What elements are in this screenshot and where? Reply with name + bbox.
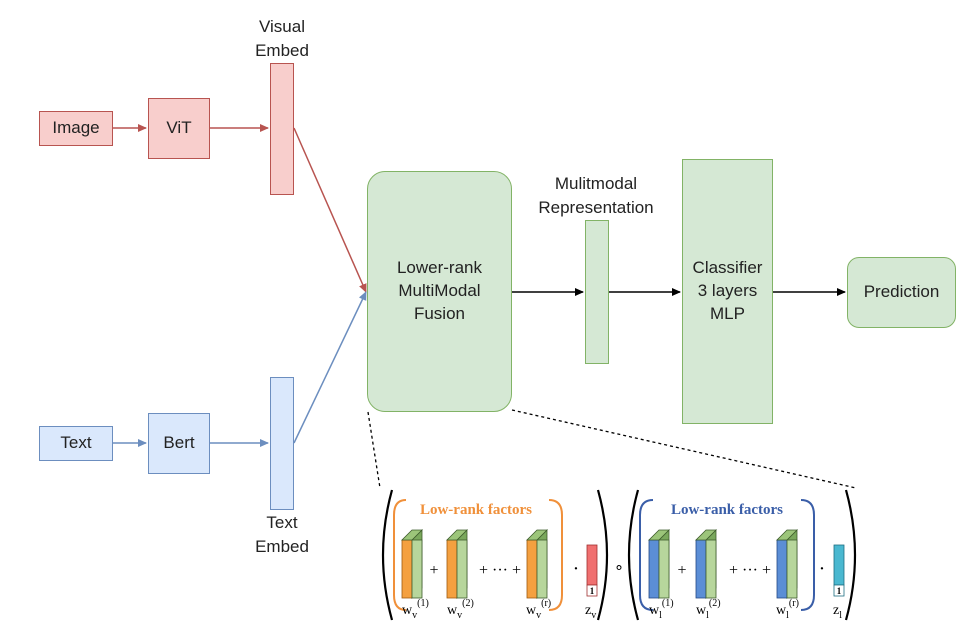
- zoom-line-right: [511, 409, 857, 489]
- text-factors-title: Low-rank factors: [671, 502, 783, 518]
- text-factor-r: [776, 529, 798, 599]
- visual-factors-title: Low-rank factors: [420, 502, 532, 518]
- text-dot: ·: [819, 558, 826, 580]
- arrow-visual-embed-fusion: [293, 127, 367, 293]
- visual-factor-2: [446, 529, 468, 599]
- multimodal-representation-label: Mulitmodal Representation: [538, 174, 654, 217]
- visual-vector-z: 1 zv: [585, 544, 598, 621]
- classifier-node-label: Classifier 3 layers MLP: [692, 258, 763, 323]
- zoom-line-left: [367, 411, 381, 489]
- svg-text:wl(2): wl(2): [696, 598, 721, 621]
- visual-factor-r: [526, 529, 548, 599]
- vit-node-label: ViT: [166, 118, 192, 138]
- text-open-paren: [627, 489, 640, 621]
- visual-close-paren: [596, 489, 609, 621]
- visual-ellipsis: + ··· +: [479, 562, 521, 579]
- prediction-node-label: Prediction: [863, 282, 940, 302]
- text-ellipsis: + ··· +: [729, 562, 771, 579]
- visual-weight-labels: wv(1) wv(2) wv(r): [402, 598, 551, 621]
- vit-node: ViT: [148, 98, 210, 159]
- svg-text:zv: zv: [585, 603, 596, 621]
- prediction-node: Prediction: [847, 257, 956, 328]
- arrow-text-embed-fusion: [293, 291, 367, 444]
- text-factors-bracket: [639, 499, 815, 611]
- image-node: Image: [39, 111, 113, 146]
- text-weight-labels: wl(1) wl(2) wl(r): [649, 598, 799, 621]
- text-factor-2: [695, 529, 717, 599]
- text-node: Text: [39, 426, 113, 461]
- svg-text:zl: zl: [833, 603, 842, 621]
- image-node-label: Image: [52, 118, 100, 138]
- svg-text:wv(1): wv(1): [402, 598, 429, 621]
- text-vector-z: 1 zl: [833, 544, 845, 621]
- svg-text:1: 1: [590, 586, 595, 596]
- visual-factors-bracket: [393, 499, 563, 611]
- text-factor-1: [648, 529, 670, 599]
- text-plus: +: [677, 562, 686, 579]
- fusion-node: Lower-rank MultiModal Fusion: [367, 171, 512, 412]
- text-node-label: Text: [60, 433, 92, 453]
- bert-node: Bert: [148, 413, 210, 474]
- fusion-node-label: Lower-rank MultiModal Fusion: [396, 258, 483, 323]
- visual-embed-bar: [270, 63, 294, 195]
- text-embed-bar: [270, 377, 294, 510]
- visual-dot: ·: [573, 558, 580, 580]
- svg-text:wl(1): wl(1): [649, 598, 674, 621]
- svg-text:wv(2): wv(2): [447, 598, 474, 621]
- visual-factor-1: [401, 529, 423, 599]
- compose-operator: ∘: [614, 559, 624, 576]
- bert-node-label: Bert: [163, 433, 195, 453]
- text-close-paren: [844, 489, 857, 621]
- multimodal-representation-bar: [585, 220, 609, 364]
- visual-plus: +: [429, 562, 438, 579]
- svg-text:1: 1: [837, 586, 842, 596]
- svg-text:wv(r): wv(r): [526, 598, 551, 621]
- classifier-node: Classifier 3 layers MLP: [682, 159, 773, 424]
- visual-embed-label: Visual Embed: [255, 17, 309, 60]
- text-embed-label: Text Embed: [255, 513, 309, 556]
- svg-text:wl(r): wl(r): [776, 598, 799, 621]
- visual-open-paren: [381, 489, 394, 621]
